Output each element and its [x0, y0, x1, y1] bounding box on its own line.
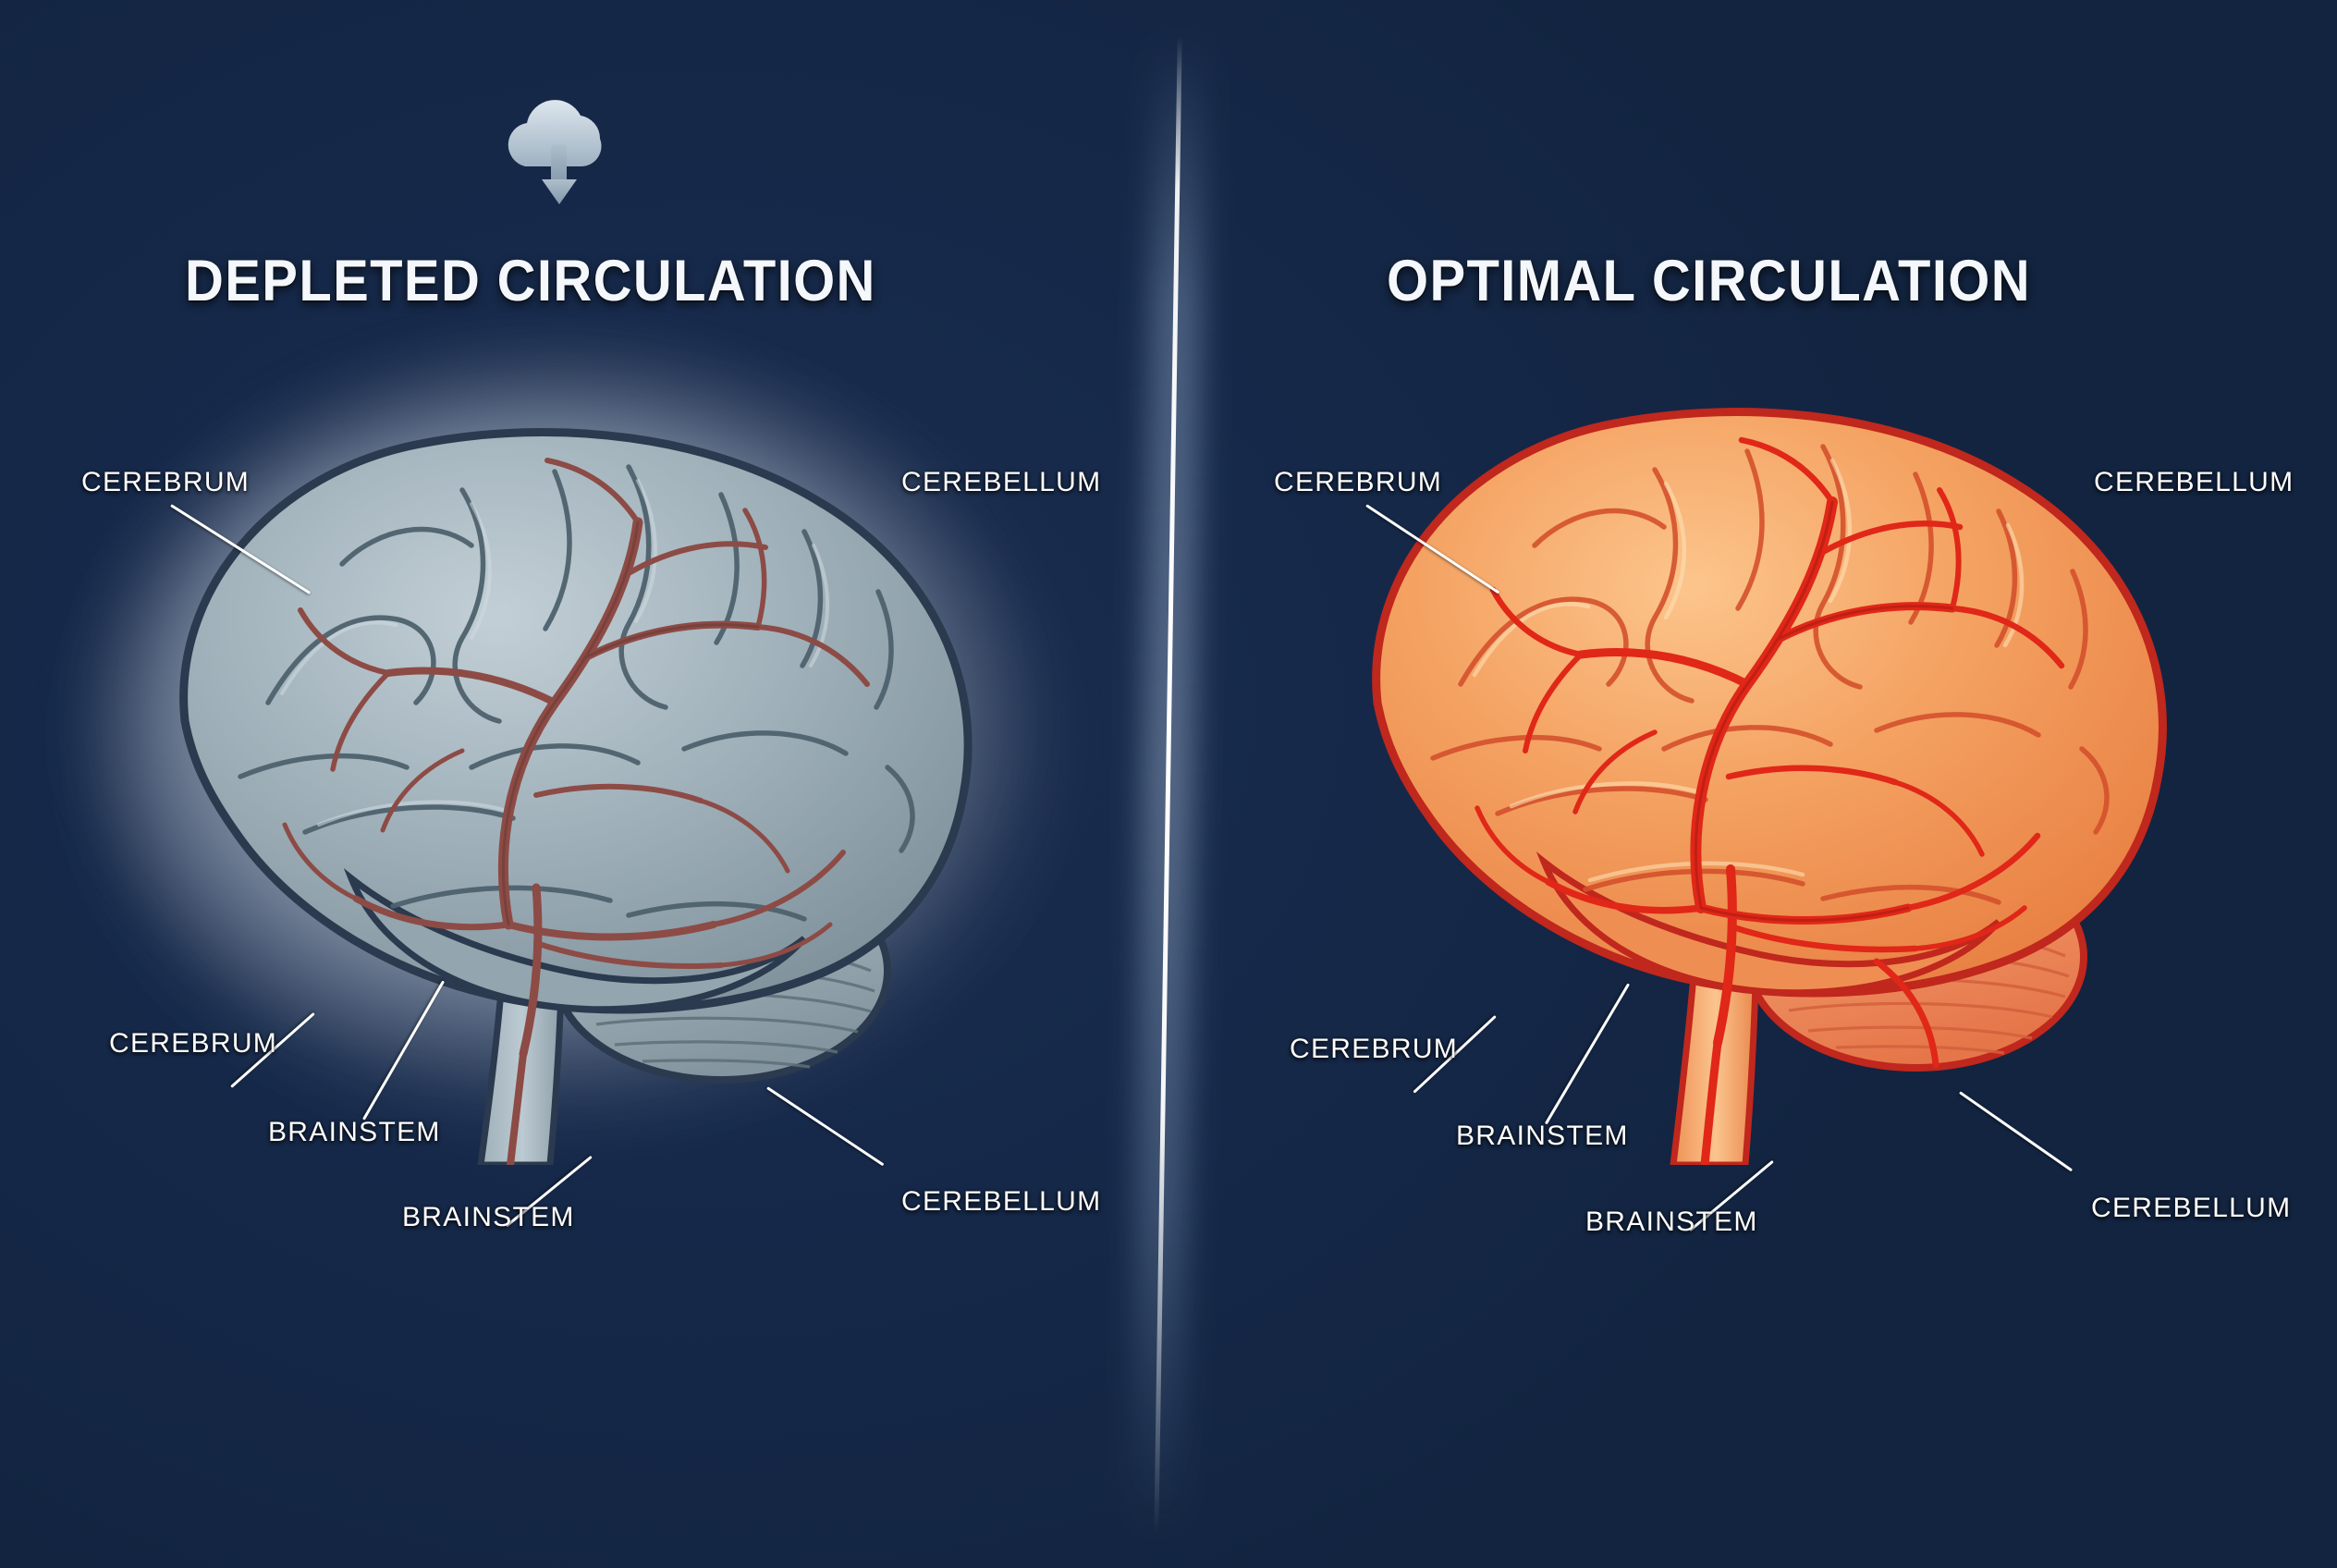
brain-illustration-depleted — [74, 333, 1072, 1169]
panel-optimal-circulation: OPTIMAL CIRCULATION — [1168, 0, 2337, 1568]
label-brainstem-lower: BRAINSTEM — [1585, 1207, 1758, 1237]
leader-line — [505, 1156, 593, 1228]
leader-line — [1689, 1160, 1774, 1232]
cloud-with-down-arrow-icon — [490, 89, 629, 218]
label-cerebellum-bottom: CEREBELLUM — [2091, 1193, 2292, 1223]
brain-illustration-optimal — [1266, 314, 2265, 1170]
panel-depleted-circulation: DEPLETED CIRCULATION — [0, 0, 1168, 1568]
label-cerebellum-bottom: CEREBELLUM — [901, 1186, 1102, 1217]
panel-heading-optimal: OPTIMAL CIRCULATION — [1387, 249, 2032, 313]
label-brainstem-lower: BRAINSTEM — [402, 1202, 575, 1232]
panel-heading-depleted: DEPLETED CIRCULATION — [185, 249, 876, 313]
